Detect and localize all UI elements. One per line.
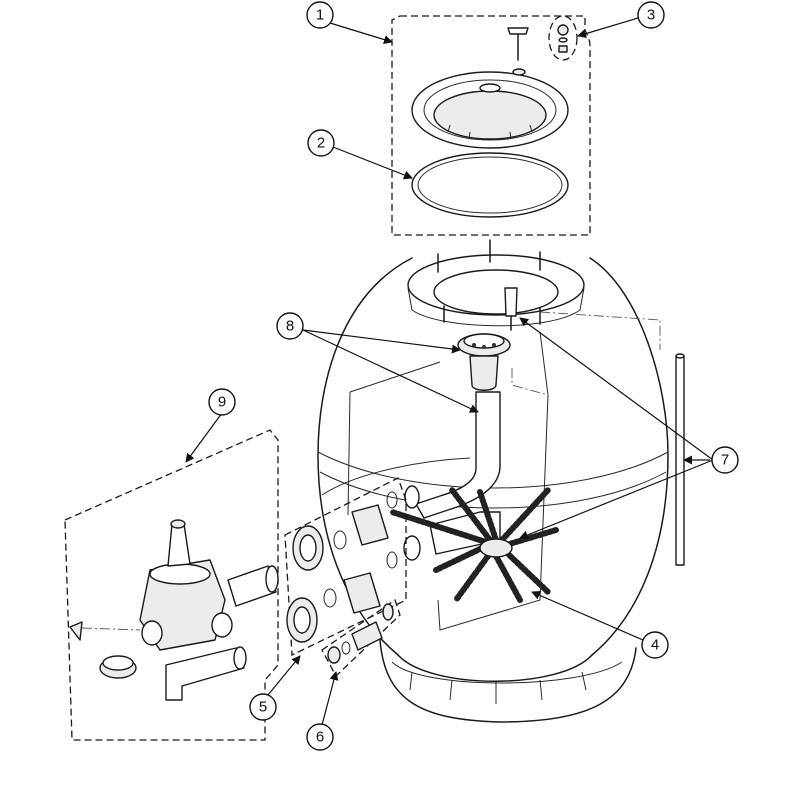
lateral (499, 487, 551, 543)
lateral (453, 553, 491, 603)
standpipe (415, 391, 501, 519)
callout-2: 2 (307, 129, 335, 157)
valve-group-outline (64, 429, 279, 741)
lateral (493, 553, 523, 603)
drain-plug (351, 621, 383, 651)
diffuser-assembly (404, 333, 511, 519)
leader-lines (185, 17, 714, 726)
diffuser-neck (469, 355, 499, 391)
air-relief-valve (504, 287, 518, 317)
callout-5: 5 (249, 693, 277, 721)
laterals-hub-body (479, 538, 513, 558)
union-o-ring (323, 588, 337, 608)
union-tail (351, 504, 389, 546)
tank-inner-contour (321, 457, 471, 496)
callout-6-label: 6 (316, 729, 324, 746)
tank-belt-seam-lower (319, 471, 667, 509)
multiport-valve-group (64, 429, 279, 741)
lateral (389, 509, 489, 545)
union-o-ring (333, 530, 347, 550)
tank-right-outline (589, 257, 669, 656)
drain-cap (327, 646, 341, 664)
sight-glass (69, 621, 83, 641)
union-tail (343, 572, 381, 614)
unions-group (284, 477, 407, 657)
callout-5-label: 5 (259, 699, 267, 716)
lateral (433, 545, 485, 573)
callout-7: 7 (711, 446, 739, 474)
callout-1-label: 1 (316, 7, 324, 24)
elbow-pipe (165, 647, 245, 701)
callout-9-label: 9 (218, 394, 226, 411)
lid-o-ring (411, 152, 569, 218)
callout-8-label: 8 (286, 318, 294, 335)
callout-4-label: 4 (651, 637, 659, 654)
callout-4: 4 (641, 631, 669, 659)
tank-top-flange (407, 239, 585, 327)
air-relief-tube (675, 355, 685, 566)
cutaway-lines (347, 311, 661, 631)
bolt-nut-detail (548, 15, 578, 61)
valve-port (141, 620, 163, 646)
drain-group (321, 598, 401, 678)
callout-3: 3 (637, 1, 665, 29)
lateral (503, 527, 559, 548)
lateral (477, 489, 499, 543)
detail-outline (548, 15, 578, 61)
lid-assembly (391, 15, 591, 236)
tank-base (379, 639, 637, 723)
lateral (449, 487, 493, 543)
callout-9: 9 (208, 388, 236, 416)
valve-port (211, 612, 233, 638)
air-relief-assembly (504, 287, 685, 566)
callout-7-label: 7 (721, 452, 729, 469)
callout-6: 6 (306, 723, 334, 751)
valve-handle (167, 523, 191, 567)
callout-2-label: 2 (317, 135, 325, 152)
union-adapter (227, 565, 277, 607)
drain-group-outline (321, 598, 401, 678)
tank-belt-seam (317, 451, 669, 489)
laterals-hub (389, 487, 559, 603)
callout-3-label: 3 (647, 7, 655, 24)
callout-8: 8 (276, 312, 304, 340)
callout-1: 1 (306, 1, 334, 29)
